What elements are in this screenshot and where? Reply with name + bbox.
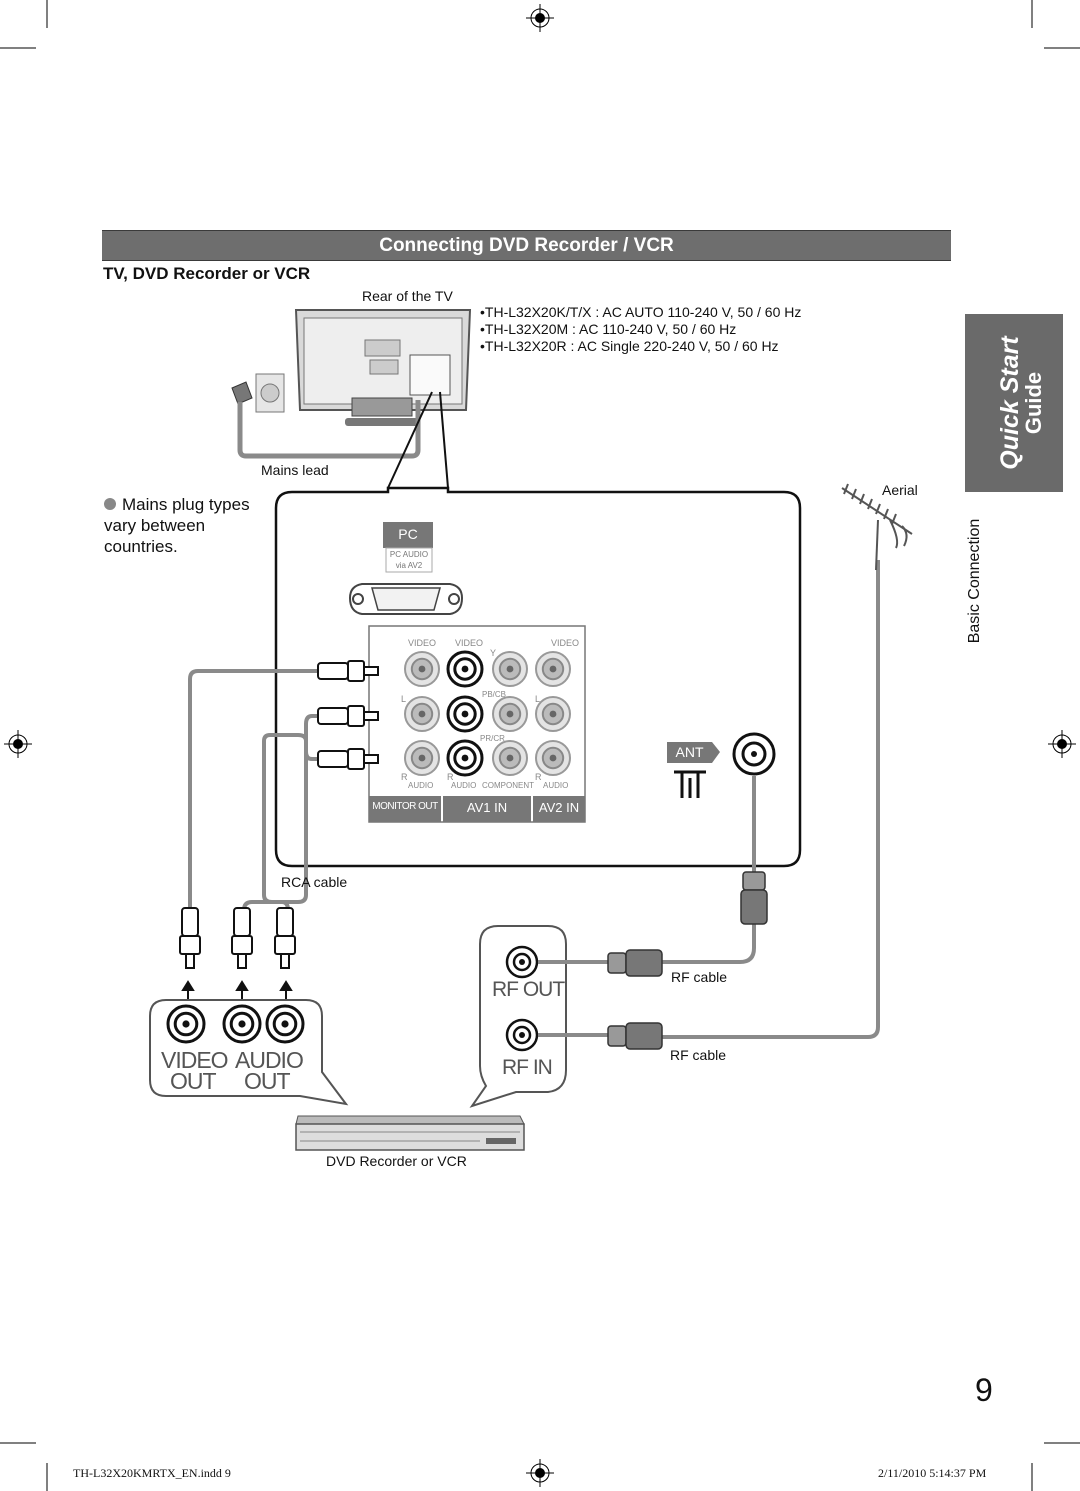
wall-outlet (255, 373, 285, 413)
rca-jack (265, 1004, 305, 1044)
audio-label-3: AUDIO (543, 781, 569, 790)
section-title: Connecting DVD Recorder / VCR (102, 230, 951, 261)
footer-file: TH-L32X20KMRTX_EN.indd 9 (73, 1466, 231, 1480)
rca-jack (535, 651, 571, 687)
rca-jack (446, 695, 484, 733)
rca-jack (404, 696, 440, 732)
footer-date: 2/11/2010 5:14:37 PM (878, 1466, 987, 1480)
rca-plugs-panel (317, 660, 379, 770)
component-label: COMPONENT (482, 781, 534, 790)
video-label-1: VIDEO (408, 638, 437, 648)
subheading: TV, DVD Recorder or VCR (103, 264, 311, 283)
registration-mark-bottom (526, 1459, 554, 1487)
video-label-3: VIDEO (551, 638, 580, 648)
rca-jack (166, 1004, 206, 1044)
page-number: 9 (975, 1372, 993, 1408)
mains-plug-note: Mains plug types vary between countries. (104, 494, 274, 557)
rca-jack (222, 1004, 262, 1044)
spec-line: •TH-L32X20K/T/X : AC AUTO 110-240 V, 50 … (480, 304, 802, 320)
rca-jack (535, 696, 571, 732)
spec-line: •TH-L32X20R : AC Single 220-240 V, 50 / … (480, 338, 779, 354)
via-av2-label: via AV2 (395, 561, 423, 570)
rca-jack (535, 740, 571, 776)
rca-jack (492, 651, 528, 687)
pr-label: PR/CR (480, 734, 505, 743)
r-label-2: R (447, 772, 454, 782)
power-specs: •TH-L32X20K/T/X : AC AUTO 110-240 V, 50 … (480, 304, 801, 355)
rca-plug (179, 907, 201, 969)
registration-mark-right (1048, 730, 1076, 758)
rf-in-label: RF IN (502, 1056, 553, 1079)
rear-tv-label: Rear of the TV (362, 288, 453, 304)
rf-cable-label-2: RF cable (670, 1047, 727, 1063)
mains-lead-label: Mains lead (261, 462, 329, 478)
rca-jack (404, 651, 440, 687)
rca-cable-label: RCA cable (281, 874, 348, 890)
rca-jack (446, 739, 484, 777)
rca-plug (317, 660, 379, 682)
rca-plugs-device (179, 907, 296, 969)
aerial-label: Aerial (882, 482, 918, 498)
rf-out-label: RF OUT (492, 978, 565, 1001)
video-out-label-2: OUT (170, 1068, 217, 1094)
aerial-illustration (841, 483, 913, 571)
pc-label: PC (398, 526, 418, 542)
l-label-2: L (535, 694, 541, 704)
r-label-3: R (535, 772, 542, 782)
mains-plug (231, 381, 253, 405)
r-label-1: R (401, 772, 408, 782)
mains-lead-cable (237, 400, 421, 459)
rca-plug (317, 748, 379, 770)
rca-plug (274, 907, 296, 969)
bullet-icon (104, 498, 116, 510)
rca-jack (492, 740, 528, 776)
dvd-recorder-illustration (295, 1115, 525, 1151)
video-out-label-1: VIDEO (161, 1047, 229, 1073)
rca-plug (231, 907, 253, 969)
audio-label-1: AUDIO (408, 781, 434, 790)
rca-jack (492, 696, 528, 732)
pc-audio-label: PC AUDIO (389, 550, 429, 559)
rf-cable-label-1: RF cable (671, 969, 728, 985)
registration-mark-top (526, 4, 554, 32)
rca-jack (404, 740, 440, 776)
registration-mark-left (4, 730, 32, 758)
l-label-1: L (401, 694, 407, 704)
video-label-2: VIDEO (455, 638, 484, 648)
audio-label-2: AUDIO (451, 781, 477, 790)
rca-plug (317, 705, 379, 727)
pb-label: PB/CB (482, 690, 507, 699)
spec-line: •TH-L32X20M : AC 110-240 V, 50 / 60 Hz (480, 321, 737, 337)
side-tab: Quick Start Guide (965, 314, 1063, 492)
audio-out-label-1: AUDIO (235, 1047, 304, 1073)
dvd-recorder-label: DVD Recorder or VCR (326, 1153, 467, 1169)
audio-out-label-2: OUT (244, 1068, 291, 1094)
rf-plugs (607, 871, 768, 1050)
av2-in-label: AV2 IN (538, 800, 580, 815)
tv-rear-illustration (294, 309, 472, 426)
rca-jack (446, 650, 484, 688)
y-label: Y (490, 648, 497, 658)
av1-in-label: AV1 IN (466, 800, 508, 815)
mains-plug-note-text: Mains plug types vary between countries. (104, 495, 250, 556)
ant-label: ANT (675, 744, 704, 760)
monitor-out-label: MONITOR OUT (372, 801, 438, 812)
